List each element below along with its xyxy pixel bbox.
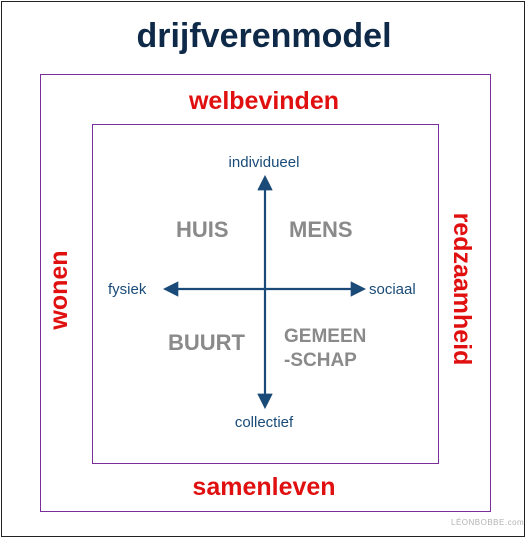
quadrant-huis: HUIS [176, 217, 229, 242]
credit-watermark: LÉONBOBBE.com [451, 518, 525, 527]
axis-label-individueel: individueel [228, 154, 300, 171]
label-welbevinden: welbevinden [188, 87, 340, 115]
axis-label-fysiek: fysiek [108, 281, 147, 298]
quadrant-buurt: BUURT [168, 330, 245, 355]
axis-label-sociaal: sociaal [369, 281, 416, 298]
inner-purple-frame [92, 124, 439, 464]
quadrant-mens: MENS [289, 217, 353, 242]
label-samenleven: samenleven [192, 473, 336, 501]
outer-purple-frame [40, 74, 491, 512]
axis-label-collectief: collectief [234, 414, 294, 431]
quadrant-gemeenschap: GEMEEN -SCHAP [284, 326, 367, 371]
diagram-title: drijfverenmodel [136, 17, 392, 55]
